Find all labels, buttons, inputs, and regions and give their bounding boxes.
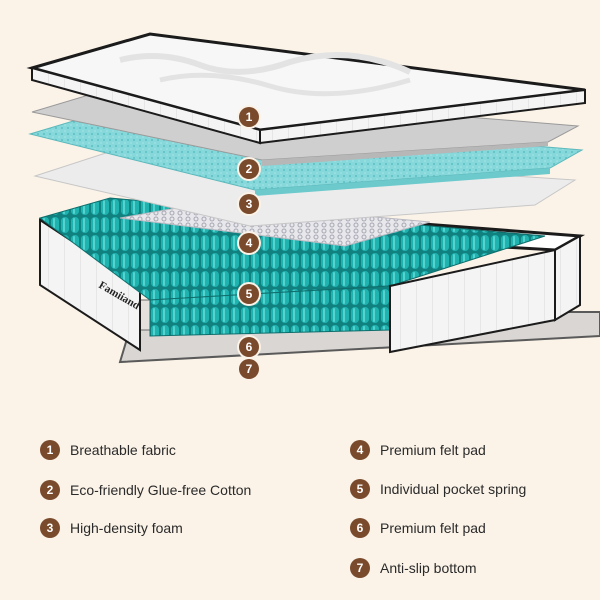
mattress-illustration: Famiiand 1 2 3 4 5 6 7 [26, 32, 600, 379]
legend-label: Premium felt pad [380, 520, 486, 536]
legend-item: 3 High-density foam [40, 516, 183, 540]
legend-label: Individual pocket spring [380, 481, 527, 497]
marker-2: 2 [239, 159, 259, 179]
marker-6: 6 [239, 337, 259, 357]
legend-number: 2 [40, 480, 60, 500]
legend-number: 1 [40, 440, 60, 460]
legend-item: 6 Premium felt pad [350, 516, 486, 540]
legend-number: 3 [40, 518, 60, 538]
legend-label: Breathable fabric [70, 442, 176, 458]
legend-label: Eco-friendly Glue-free Cotton [70, 482, 252, 498]
legend-item: 2 Eco-friendly Glue-free Cotton [40, 478, 251, 502]
layer-legend: 1 Breathable fabric 2 Eco-friendly Glue-… [0, 430, 600, 600]
legend-label: Anti-slip bottom [380, 560, 477, 576]
legend-number: 7 [350, 558, 370, 578]
layer-breathable-fabric [26, 32, 586, 145]
marker-5: 5 [239, 284, 259, 304]
legend-item: 5 Individual pocket spring [350, 477, 526, 501]
marker-7: 7 [239, 359, 259, 379]
mattress-layers-svg: Famiiand [26, 32, 600, 364]
marker-1: 1 [239, 107, 259, 127]
legend-number: 5 [350, 479, 370, 499]
legend-label: Premium felt pad [380, 442, 486, 458]
legend-item: 1 Breathable fabric [40, 438, 176, 462]
marker-3: 3 [239, 194, 259, 214]
legend-number: 6 [350, 518, 370, 538]
marker-4: 4 [239, 233, 259, 253]
legend-item: 7 Anti-slip bottom [350, 556, 476, 580]
legend-item: 4 Premium felt pad [350, 438, 486, 462]
legend-label: High-density foam [70, 520, 183, 536]
legend-number: 4 [350, 440, 370, 460]
